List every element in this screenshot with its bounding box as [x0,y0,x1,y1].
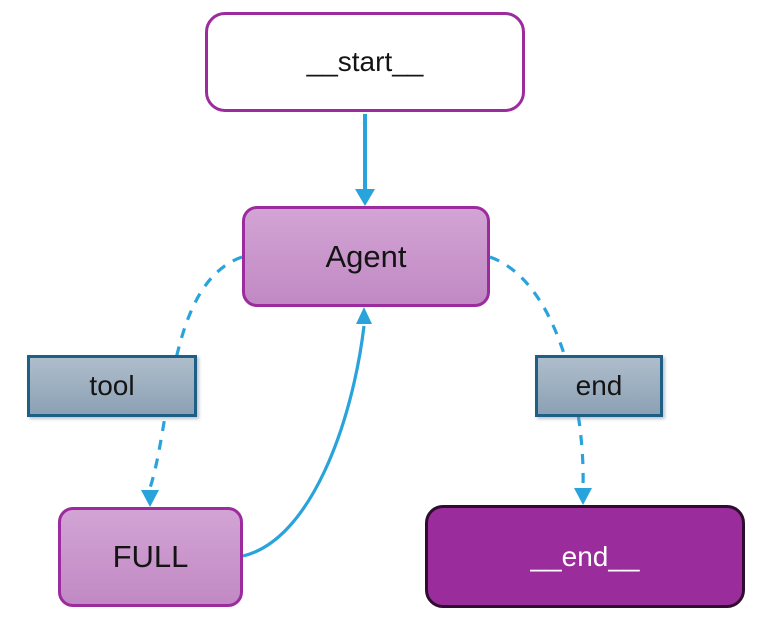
node-start: __start__ [205,12,525,112]
node-agent-label: Agent [325,238,407,274]
node-full: FULL [58,507,243,607]
edge-agent-to-full-dashed [148,255,243,489]
arrowhead-full-top [141,490,159,507]
edge-agent-to-end-dashed [489,255,585,487]
node-end-label: __end__ [530,540,640,572]
edge-label-tool: tool [27,355,197,417]
arrowhead-agent-bottom [356,307,372,324]
node-full-label: FULL [112,539,189,574]
node-end: __end__ [425,505,745,608]
edge-label-end: end [535,355,663,417]
edge-label-tool-text: tool [89,370,135,401]
arrowhead-agent-top [355,189,375,206]
node-start-label: __start__ [306,46,424,77]
arrowhead-end-top [574,488,592,505]
node-agent: Agent [242,206,490,307]
edge-full-to-agent [242,325,366,558]
edge-label-end-text: end [575,370,623,401]
